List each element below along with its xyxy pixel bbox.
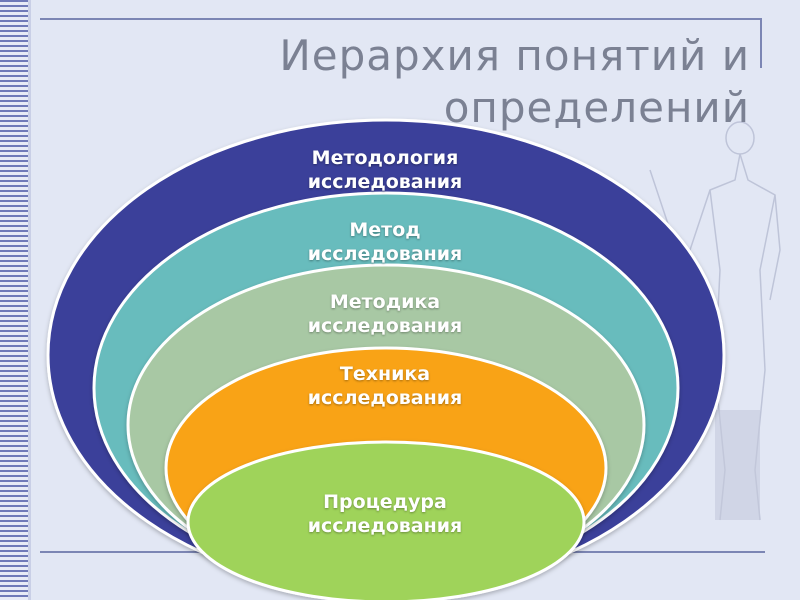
label-methodology-line1: Методология (311, 147, 459, 169)
label-method-line2: исследования (307, 243, 463, 265)
label-methodics-line1: Методика (329, 291, 441, 313)
label-procedure: Процедура исследования (0, 490, 770, 538)
title-rule (40, 18, 760, 20)
layer-procedure (186, 440, 586, 600)
label-technique: Техника исследования (0, 362, 770, 410)
label-method: Метод исследования (0, 218, 770, 266)
label-method-line1: Метод (349, 219, 421, 241)
label-methodology: Методология исследования (0, 146, 770, 194)
label-procedure-line1: Процедура (323, 491, 447, 513)
title-rule-corner (760, 18, 762, 68)
left-stripe-decoration (0, 0, 28, 600)
label-methodology-line2: исследования (307, 171, 463, 193)
label-methodics-line2: исследования (307, 315, 463, 337)
label-methodics: Методика исследования (0, 290, 770, 338)
label-technique-line1: Техника (339, 363, 431, 385)
label-technique-line2: исследования (307, 387, 463, 409)
left-stripe-edge (28, 0, 31, 600)
slide-title: Иерархия понятий и определений (279, 31, 750, 132)
label-procedure-line2: исследования (307, 515, 463, 537)
